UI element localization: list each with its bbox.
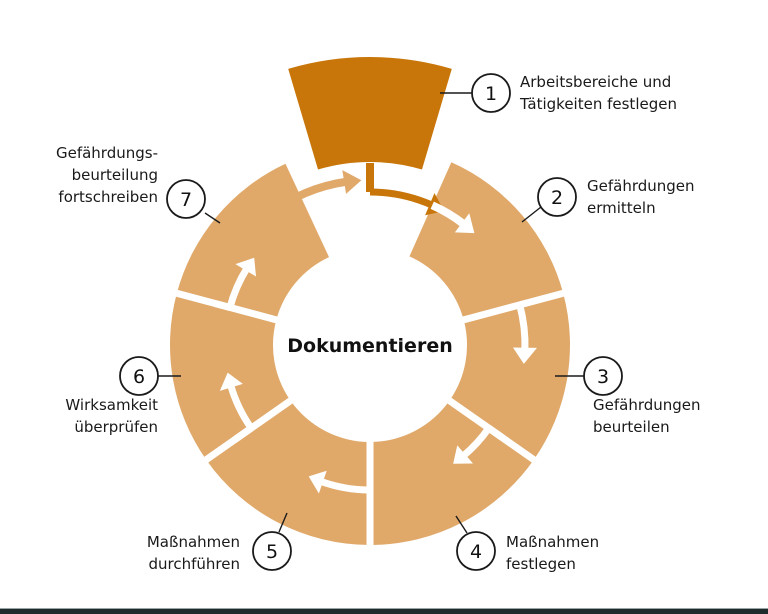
- step-number-circle: [583, 356, 623, 396]
- step-number: 6: [133, 366, 145, 388]
- segment-gap: [460, 289, 567, 324]
- leader-line: [278, 512, 288, 533]
- leader-line: [204, 212, 221, 224]
- step-label-line: Arbeitsbereiche und: [520, 73, 671, 91]
- leader-line: [455, 515, 468, 534]
- step-label-line: beurteilen: [593, 418, 670, 436]
- step-number: 3: [597, 366, 609, 388]
- step-number: 4: [470, 541, 482, 563]
- step-label-line: Gefährdungen: [587, 177, 695, 195]
- segment-step-1: [288, 56, 452, 170]
- arrow-step-7-to-1: [265, 177, 348, 219]
- callout-step-4: 4 Maßnahmen festlegen: [455, 515, 599, 573]
- arrow-step-3-to-4: [486, 425, 504, 440]
- arrow-step-7-to-1-head: [342, 170, 362, 194]
- callout-step-2: 2 Gefährdungen ermitteln: [521, 177, 695, 223]
- step-label-line: Tätigkeiten festlegen: [519, 95, 677, 113]
- step-number-circle: [537, 177, 577, 217]
- step-label-line: Maßnahmen: [147, 533, 240, 551]
- arrow-step-3-to-4-arc-head: [453, 445, 474, 464]
- step-number: 5: [266, 541, 278, 563]
- arrow-step-2-to-3-arc-head: [512, 347, 537, 364]
- arrow-step-1-to-2: [369, 188, 434, 209]
- step-label-line: überprüfen: [74, 418, 158, 436]
- step-label-line: Wirksamkeit: [65, 396, 158, 414]
- step-number: 7: [180, 189, 192, 211]
- step-label-line: durchführen: [149, 555, 241, 573]
- callout-step-7: 7 Gefährdungs-beurteilung fortschreiben: [56, 144, 221, 224]
- step-label-line: fortschreiben: [58, 188, 158, 206]
- arrow-step-5-to-6-arc-head: [219, 372, 243, 391]
- step-label-line: ermitteln: [587, 199, 656, 217]
- step-label-line: Maßnahmen: [506, 533, 599, 551]
- segment-step-2: [409, 162, 564, 320]
- callout-step-5: 5 Maßnahmen durchführen: [147, 512, 292, 573]
- arrow-step-4-to-5-arc-head: [308, 470, 327, 494]
- bottom-bar: [0, 608, 768, 614]
- segment-step-5: [206, 400, 370, 545]
- arrow-step-6-to-7-arc-head: [235, 257, 256, 277]
- step-number-circle: [252, 531, 292, 571]
- segment-step-4: [370, 400, 534, 545]
- leader-line: [521, 206, 542, 223]
- arrow-step-6-to-7: [214, 300, 231, 311]
- step-number-circle: [471, 73, 511, 113]
- step-label-line: festlegen: [506, 555, 576, 573]
- step-label-line: Gefährdungen: [593, 396, 701, 414]
- arrow-step-4-to-5-arc: [319, 477, 371, 494]
- center-label: Dokumentieren: [287, 335, 452, 357]
- step-number: 2: [551, 187, 563, 209]
- step-number: 1: [485, 83, 497, 105]
- arrow-step-5-to-6: [232, 425, 254, 443]
- cycle-arrows: [214, 163, 537, 510]
- step-label-line: Gefährdungs-: [56, 144, 158, 162]
- arrow-into-step-2-head: [454, 213, 475, 234]
- step-number-circle: [456, 531, 496, 571]
- step-number-circle: [119, 356, 159, 396]
- step-number-circle: [166, 179, 206, 219]
- step-label-line: beurteilung: [72, 166, 158, 184]
